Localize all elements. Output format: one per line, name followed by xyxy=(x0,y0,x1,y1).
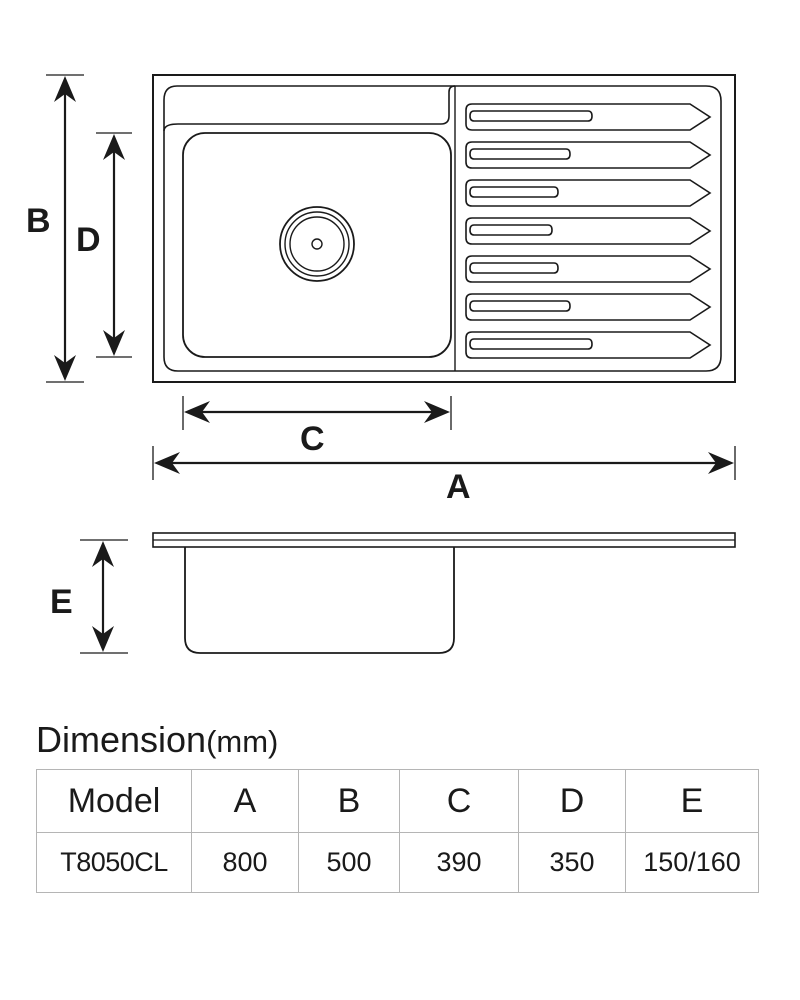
drainer-rib xyxy=(465,179,712,207)
header-e: E xyxy=(625,769,759,833)
table-title-text: Dimension xyxy=(36,719,207,760)
sink-technical-drawing: B D C A E xyxy=(26,74,736,654)
table-row: T8050CL 800 500 390 350 150/160 xyxy=(36,832,759,893)
dimension-d xyxy=(96,132,132,358)
sink-outer-frame xyxy=(152,74,736,383)
drainer-rib xyxy=(465,331,712,359)
dimension-table-title: Dimension(mm) xyxy=(36,718,278,764)
drainer-rib xyxy=(465,141,712,169)
sink-side-view xyxy=(152,532,736,654)
sink-ledge xyxy=(163,85,456,132)
table-title-unit: (mm) xyxy=(206,724,279,759)
header-model: Model xyxy=(36,769,192,833)
dimension-label-b: B xyxy=(26,202,51,240)
dimension-table: Model A B C D E T8050CL 800 500 390 350 … xyxy=(36,769,759,893)
table-header-row: Model A B C D E xyxy=(36,769,759,833)
sink-inner-rim xyxy=(163,85,722,372)
dimension-letters: B D C A E xyxy=(26,202,471,621)
dimension-e xyxy=(80,539,128,654)
drain-icon xyxy=(279,206,355,282)
header-a: A xyxy=(191,769,299,833)
drainer-ribs xyxy=(465,103,712,359)
drainer-rib xyxy=(465,255,712,283)
header-d: D xyxy=(518,769,626,833)
dimension-a xyxy=(152,446,736,480)
dimension-c xyxy=(182,396,452,430)
cell-c: 390 xyxy=(399,832,519,893)
dimension-label-c: C xyxy=(300,420,325,458)
cell-d: 350 xyxy=(518,832,626,893)
side-view-bowl xyxy=(184,547,455,654)
dimension-label-e: E xyxy=(50,583,73,621)
drainer-rib xyxy=(465,293,712,321)
header-b: B xyxy=(298,769,400,833)
cell-a: 800 xyxy=(191,832,299,893)
cell-model: T8050CL xyxy=(36,832,192,893)
dimension-label-a: A xyxy=(446,468,471,506)
dimension-lines xyxy=(46,74,736,654)
drainer-rib xyxy=(465,103,712,131)
sink-top-view xyxy=(152,74,736,383)
dimension-label-d: D xyxy=(76,221,101,259)
drainer-rib xyxy=(465,217,712,245)
cell-e: 150/160 xyxy=(625,832,759,893)
dimension-b xyxy=(46,74,84,383)
cell-b: 500 xyxy=(298,832,400,893)
header-c: C xyxy=(399,769,519,833)
sink-bowl xyxy=(182,132,452,358)
